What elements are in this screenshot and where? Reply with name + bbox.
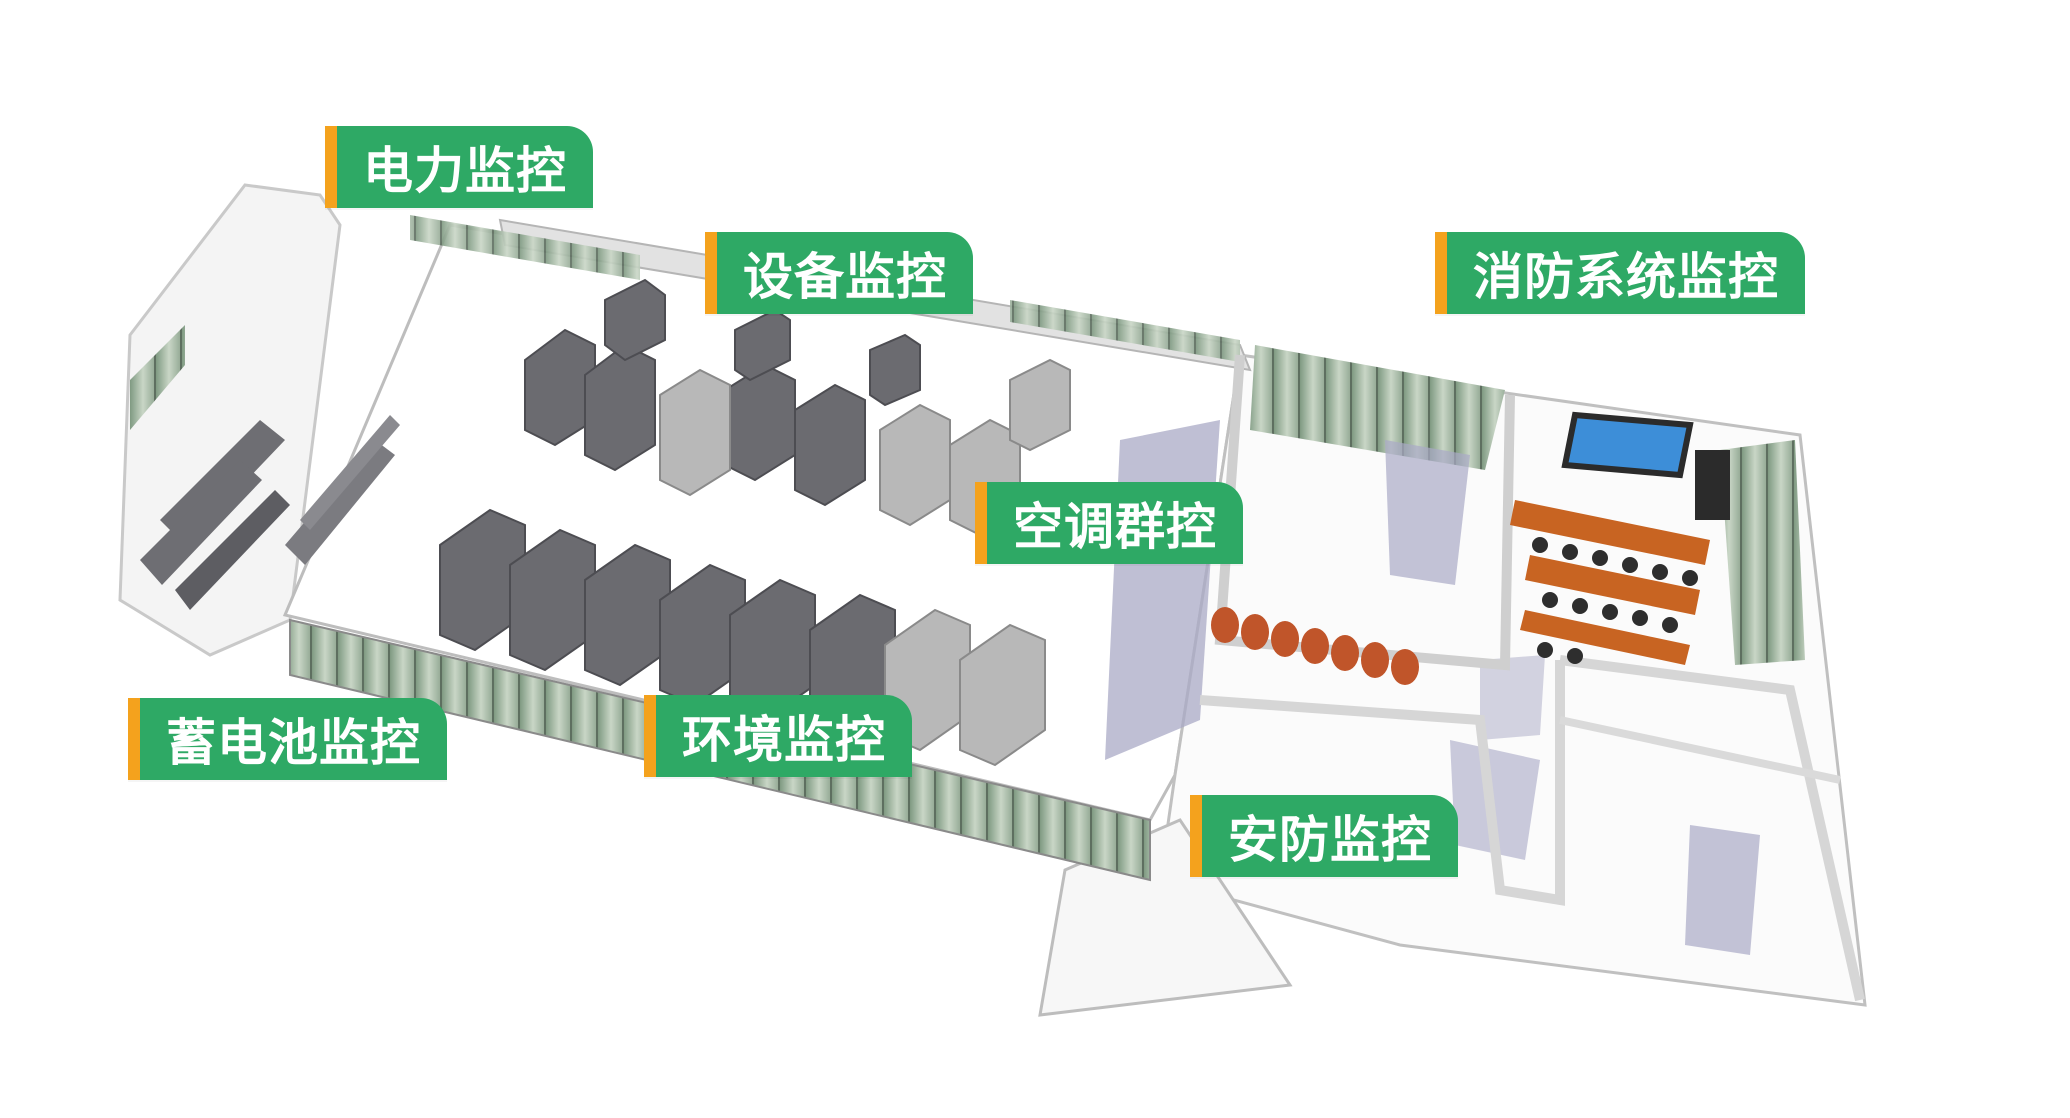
partition-walls-4	[1559, 716, 1841, 784]
back-glass-right	[1250, 345, 1505, 470]
label-security-monitoring: 安防监控	[1190, 795, 1458, 877]
video-wall	[1561, 411, 1694, 479]
battery-racks	[140, 415, 400, 610]
cabinet	[1695, 450, 1730, 520]
desk-row-2	[1525, 555, 1700, 615]
inner-shadow-3	[1450, 740, 1540, 860]
label-fire-system-monitoring: 消防系统监控	[1435, 232, 1805, 314]
back-glass-mid	[1010, 300, 1240, 362]
inner-shadow-4	[1685, 825, 1760, 955]
back-glass-left	[410, 215, 640, 280]
left-annex-glass	[130, 325, 185, 430]
desk-row-1	[1510, 500, 1710, 565]
label-battery-monitoring: 蓄电池监控	[128, 698, 447, 780]
ops-room-furniture	[1211, 411, 1730, 685]
desk-row-3	[1520, 610, 1690, 665]
label-hvac-group-control: 空调群控	[975, 482, 1243, 564]
inner-shadow-5	[1480, 655, 1545, 740]
label-power-monitoring: 电力监控	[325, 126, 593, 208]
partition-walls-2	[1199, 660, 1565, 906]
label-environment-monitoring: 环境监控	[644, 695, 912, 777]
label-equipment-monitoring: 设备监控	[705, 232, 973, 314]
right-outer-glass	[1720, 440, 1805, 665]
partition-walls-3	[1559, 655, 1865, 1002]
inner-shadow-2	[1385, 440, 1470, 585]
